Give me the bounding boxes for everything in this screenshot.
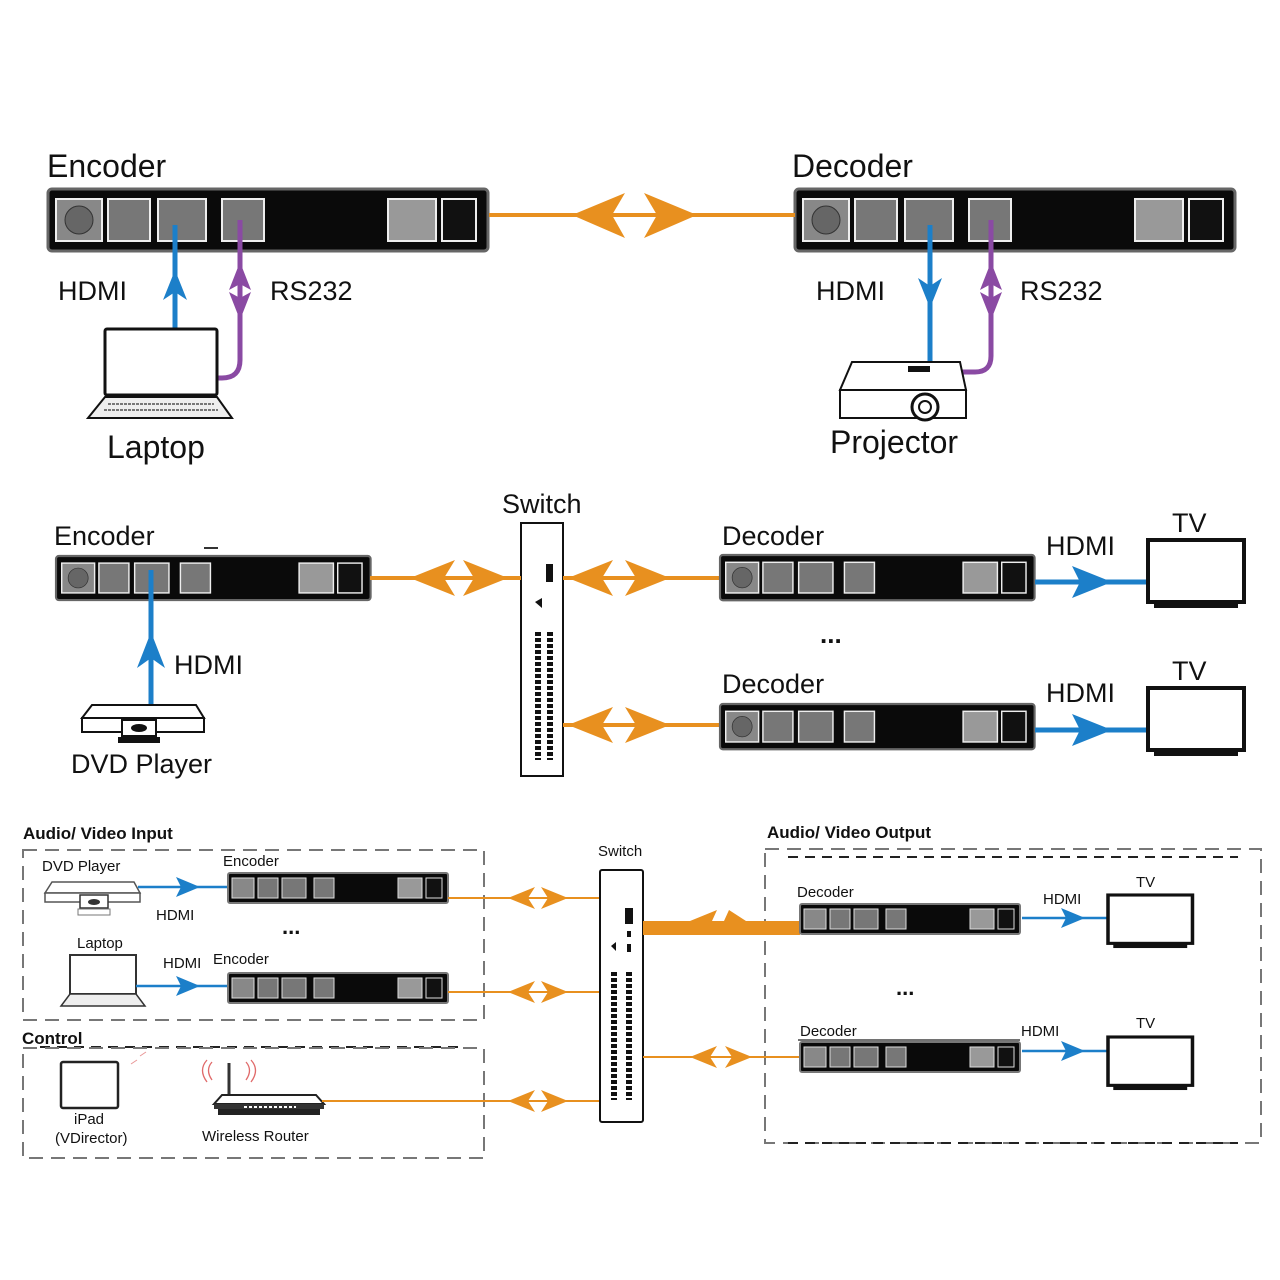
- bottom-eth-enc2: [448, 981, 600, 1003]
- encoder-label: Encoder: [47, 148, 167, 184]
- decoder-label: Decoder: [792, 148, 913, 184]
- mid-ethernet-switch-decoder-2: [563, 707, 720, 743]
- bottom-hdmi-out-1-label: HDMI: [1043, 891, 1081, 908]
- arrow-right-icon: [176, 877, 200, 897]
- mid-decoder-2-label: Decoder: [722, 669, 824, 699]
- mid-tv-1-label: TV: [1172, 508, 1207, 538]
- arrow-left-icon: [572, 193, 625, 238]
- dvd-player-label: DVD Player: [71, 749, 212, 779]
- encoder-hdmi-label: HDMI: [58, 276, 127, 306]
- mid-switch-device: [520, 522, 564, 777]
- bottom-laptop-icon: [59, 954, 147, 1007]
- arrow-right-icon: [1061, 1041, 1085, 1061]
- wireless-router-icon: [201, 1059, 327, 1115]
- ipad-icon: [59, 1060, 120, 1110]
- arrow-up-icon: [163, 270, 187, 300]
- mid-ethernet-switch-decoder-1: [563, 560, 720, 596]
- mid-switch-label: Switch: [502, 489, 582, 519]
- ethernet-link: [489, 193, 795, 238]
- mid-decoder-2-device: [718, 702, 1036, 751]
- bottom-hdmi-dvd: [138, 877, 228, 897]
- av-input-group: [22, 849, 485, 1021]
- laptop-label: Laptop: [107, 429, 205, 465]
- bottom-eth-dec1: [643, 910, 800, 935]
- arrow-down-icon: [918, 278, 942, 308]
- bottom-encoder-2-label: Encoder: [213, 951, 269, 968]
- mid-hdmi-dvd: [137, 570, 165, 706]
- tv-icon: [1106, 893, 1195, 950]
- mid-decoder-1-device: [718, 553, 1036, 602]
- mid-dvd-hdmi-label: HDMI: [174, 650, 243, 680]
- ipad-label: iPad: [74, 1111, 104, 1128]
- mid-hdmi-1-label: HDMI: [1046, 531, 1115, 561]
- bottom-dvd-icon: [43, 881, 142, 916]
- bottom-hdmi-out-2-label: HDMI: [1021, 1023, 1059, 1040]
- tv-icon: [1106, 1035, 1195, 1092]
- bottom-laptop-label: Laptop: [77, 935, 123, 952]
- encoder-device: [46, 187, 490, 253]
- arrow-right-icon: [176, 976, 200, 996]
- arrow-right-icon: [644, 193, 697, 238]
- hdmi-cable-laptop: [163, 225, 187, 330]
- bottom-eth-router: [322, 1090, 600, 1112]
- decoder-device: [793, 187, 1237, 253]
- bottom-hdmi-laptop: [136, 976, 228, 996]
- bottom-eth-enc1: [448, 887, 600, 909]
- arrow-right-icon: [1061, 908, 1085, 928]
- rs232-cable-laptop: [218, 220, 251, 381]
- mid-hdmi-2-label: HDMI: [1046, 678, 1115, 708]
- mid-ellipsis: ...: [820, 619, 842, 649]
- control-group: [22, 1047, 485, 1159]
- laptop-icon: [85, 327, 234, 419]
- projector-icon: [838, 361, 968, 422]
- mid-hdmi-tv-1: [1035, 566, 1146, 598]
- bottom-output-ellipsis: ...: [896, 975, 914, 1000]
- bottom-encoder-2-device: [227, 972, 449, 1004]
- bottom-decoder-1-label: Decoder: [797, 884, 854, 901]
- dvd-player-icon: [79, 704, 206, 743]
- decoder-rs232-label: RS232: [1020, 276, 1103, 306]
- arrow-up-icon: [137, 632, 165, 668]
- av-output-title: Audio/ Video Output: [767, 823, 931, 842]
- bottom-switch-label: Switch: [598, 843, 642, 860]
- arrow-right-icon: [1072, 566, 1112, 598]
- mid-decoder-1-label: Decoder: [722, 521, 824, 551]
- bottom-decoder-2-label: Decoder: [800, 1023, 857, 1040]
- wireless-router-label: Wireless Router: [202, 1128, 309, 1145]
- tv-icon: [1146, 686, 1246, 758]
- bottom-eth-dec2: [643, 1046, 800, 1068]
- arrow-right-icon: [1072, 714, 1112, 746]
- mid-encoder-label: Encoder: [54, 521, 155, 551]
- control-title: Control: [22, 1029, 82, 1048]
- bottom-input-ellipsis: ...: [282, 914, 300, 939]
- bottom-hdmi-tv-2: [1022, 1041, 1110, 1061]
- bottom-hdmi-1-label: HDMI: [156, 907, 194, 924]
- encoder-rs232-label: RS232: [270, 276, 353, 306]
- bottom-hdmi-tv-1: [1022, 908, 1110, 928]
- mid-tv-2-label: TV: [1172, 656, 1207, 686]
- hdmi-cable-projector: [918, 225, 942, 362]
- mid-hdmi-tv-2: [1035, 714, 1146, 746]
- av-input-title: Audio/ Video Input: [23, 824, 173, 843]
- mid-encoder-device: [54, 554, 372, 602]
- bottom-decoder-2-device: [799, 1041, 1021, 1073]
- ipad-sublabel: (VDirector): [55, 1130, 128, 1147]
- bottom-dvd-label: DVD Player: [42, 858, 120, 875]
- bottom-hdmi-2-label: HDMI: [163, 955, 201, 972]
- bottom-tv-2-label: TV: [1136, 1015, 1155, 1032]
- wifi-signal-icon: [130, 1051, 147, 1065]
- bottom-encoder-1-device: [227, 872, 449, 904]
- bottom-decoder-1-device: [799, 903, 1021, 935]
- rs232-cable-projector: [962, 220, 1002, 375]
- mid-ethernet-encoder-switch: [370, 560, 521, 596]
- decoder-hdmi-label: HDMI: [816, 276, 885, 306]
- bottom-tv-1-label: TV: [1136, 874, 1155, 891]
- bottom-switch-device: [599, 869, 644, 1123]
- projector-label: Projector: [830, 424, 958, 460]
- tv-icon: [1146, 538, 1246, 610]
- bottom-encoder-1-label: Encoder: [223, 853, 279, 870]
